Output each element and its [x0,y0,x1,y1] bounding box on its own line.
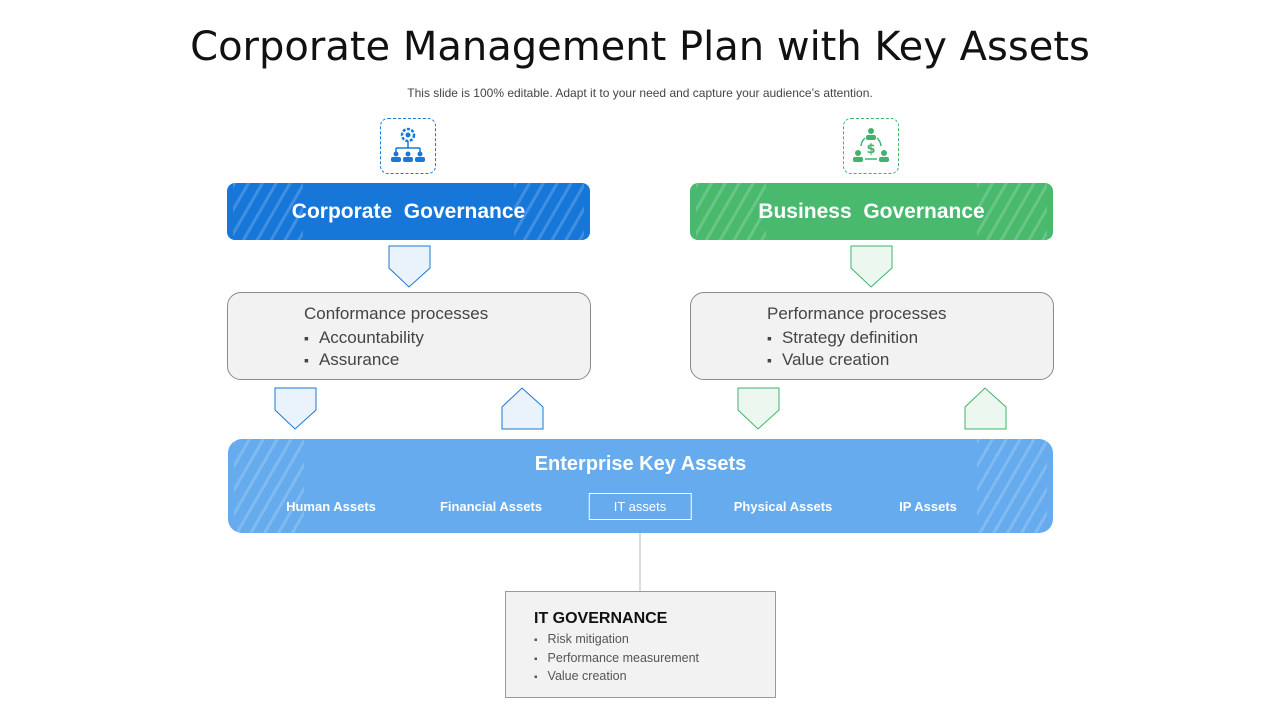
it-governance-title: IT GOVERNANCE [534,610,668,627]
icon-frame-right: $ [843,118,899,174]
conformance-list: Accountability Assurance [304,327,590,371]
page-subtitle: This slide is 100% editable. Adapt it to… [407,86,873,100]
performance-process-box: Performance processes Strategy definitio… [690,292,1054,380]
performance-list: Strategy definition Value creation [767,327,1053,371]
performance-title: Performance processes [767,304,947,323]
list-item: Value creation [534,668,775,687]
conformance-title: Conformance processes [304,304,489,323]
down-arrow-left-top [388,245,431,288]
it-governance-box: IT GOVERNANCE Risk mitigation Performanc… [505,591,776,698]
team-dollar-icon: $ [853,128,889,162]
page-title: Corporate Management Plan with Key Asset… [190,24,1090,70]
asset-human: Human Assets [286,499,376,514]
list-item: Assurance [304,349,590,371]
business-governance-label: Business Governance [758,199,985,223]
business-governance-header: Business Governance [690,183,1053,240]
enterprise-title: Enterprise Key Assets [534,453,747,475]
conformance-process-box: Conformance processes Accountability Ass… [227,292,591,380]
svg-text:$: $ [866,142,875,157]
asset-financial: Financial Assets [439,499,543,514]
up-arrow-right [964,387,1007,430]
down-arrow-left-bottom [274,387,317,430]
list-item: Value creation [767,349,1053,371]
org-network-icon [391,127,425,162]
up-arrow-left [501,387,544,430]
asset-physical: Physical Assets [733,499,833,514]
it-governance-list: Risk mitigation Performance measurement … [534,631,775,687]
down-arrow-right-bottom [737,387,780,430]
asset-it: IT assets [588,493,692,520]
icon-frame-left [380,118,436,174]
list-item: Strategy definition [767,327,1053,349]
asset-ip: IP Assets [899,499,957,514]
enterprise-key-assets-panel: Enterprise Key Assets Human Assets Finan… [228,439,1053,533]
list-item: Risk mitigation [534,631,775,650]
corporate-governance-label: Corporate Governance [291,199,526,223]
list-item: Performance measurement [534,650,775,669]
corporate-governance-header: Corporate Governance [227,183,590,240]
list-item: Accountability [304,327,590,349]
down-arrow-right-top [850,245,893,288]
